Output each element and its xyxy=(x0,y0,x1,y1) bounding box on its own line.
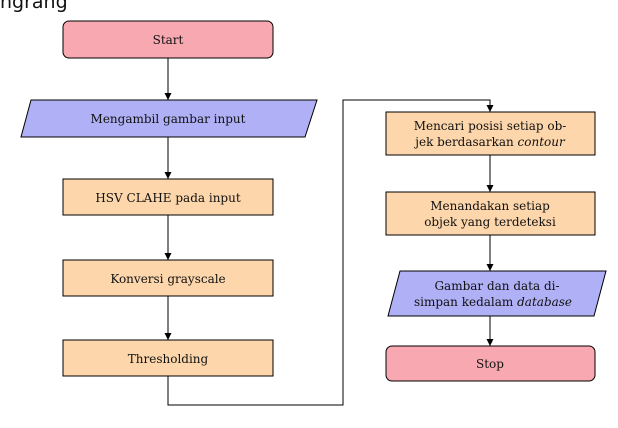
node-thresholding-label: Thresholding xyxy=(128,352,209,366)
node-hsv-clahe: HSV CLAHE pada input xyxy=(62,178,274,216)
node-save-data: Gambar dan data di- simpan kedalam datab… xyxy=(387,270,607,317)
node-hsv-clahe-label: HSV CLAHE pada input xyxy=(95,191,240,205)
node-input-image-label: Mengambil gambar input xyxy=(91,112,246,126)
node-save-data-line2-prefix: simpan kedalam xyxy=(414,295,514,309)
node-grayscale-label: Konversi grayscale xyxy=(110,272,225,286)
node-mark-objects: Menandakan setiap objek yang terdeteksi xyxy=(385,191,596,236)
node-save-data-line1: Gambar dan data di- xyxy=(434,279,559,293)
node-find-position-line2-italic: contour xyxy=(518,135,566,149)
arrow-thresholding-to-find-position xyxy=(167,99,494,406)
node-stop-label: Stop xyxy=(476,357,504,371)
node-start: Start xyxy=(62,20,274,59)
connectors xyxy=(164,58,494,406)
node-grayscale: Konversi grayscale xyxy=(62,259,274,297)
node-thresholding: Thresholding xyxy=(62,339,274,377)
node-find-position-line2: jek berdasarkan contour xyxy=(413,135,566,149)
node-mark-objects-line1: Menandakan setiap xyxy=(430,199,550,213)
node-find-position: Mencari posisi setiap ob- jek berdasarka… xyxy=(385,111,596,156)
node-save-data-line2: simpan kedalam database xyxy=(414,295,572,309)
node-find-position-line2-prefix: jek berdasarkan xyxy=(413,135,514,149)
caption-fragment: ngrang xyxy=(0,0,68,13)
node-start-label: Start xyxy=(153,33,184,47)
node-find-position-line1: Mencari posisi setiap ob- xyxy=(414,119,567,133)
node-mark-objects-line2: objek yang terdeteksi xyxy=(424,215,556,229)
node-stop: Stop xyxy=(385,345,596,382)
node-save-data-line2-italic: database xyxy=(517,295,572,309)
node-input-image: Mengambil gambar input xyxy=(20,99,318,138)
